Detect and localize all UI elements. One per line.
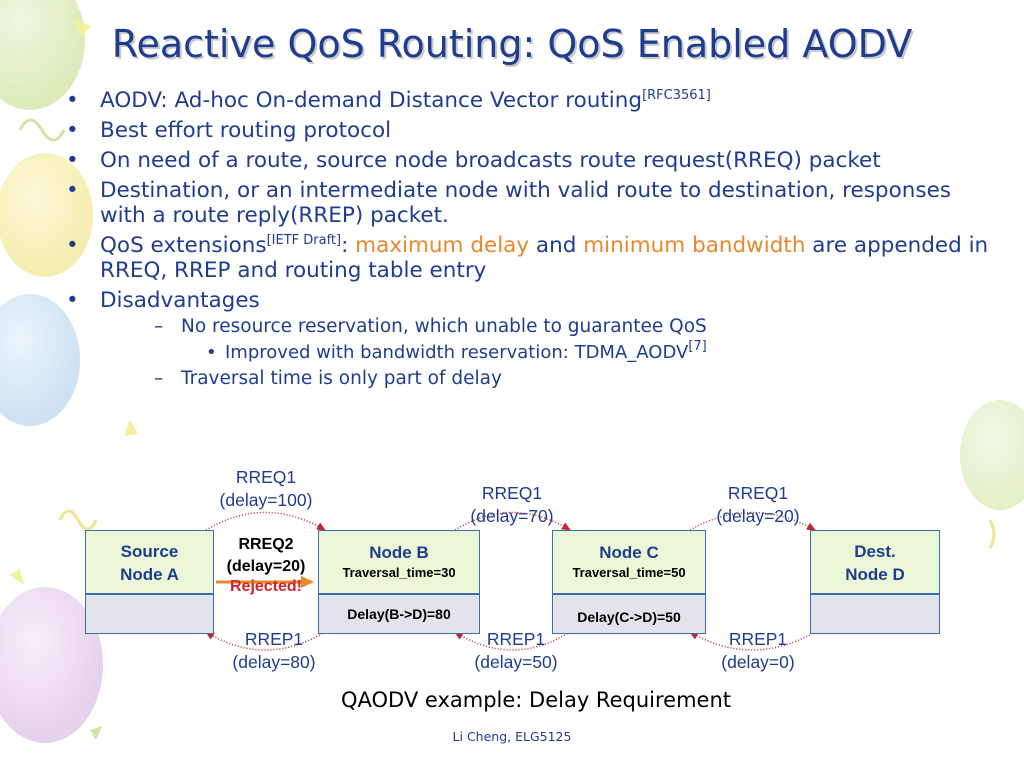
- rrep-delay: (delay=80): [232, 652, 316, 672]
- citation: [RFC3561]: [642, 88, 711, 103]
- bullet-rreq: On need of a route, source node broadcas…: [64, 148, 994, 173]
- node-b-delay: Delay(B->D)=80: [318, 594, 480, 634]
- bullet-text: QoS extensions: [100, 233, 267, 258]
- rrep1-label-c-b: RREP1 (delay=50): [436, 628, 596, 674]
- sub-bullet-no-reservation: No resource reservation, which unable to…: [100, 315, 994, 339]
- bullet-best-effort: Best effort routing protocol: [64, 118, 994, 143]
- node-label: Dest.: [854, 542, 896, 561]
- rrep-delay: (delay=0): [721, 652, 795, 672]
- rrep-delay: (delay=50): [474, 652, 558, 672]
- node-source-a: Source Node A: [85, 530, 214, 594]
- rrep-name: RREP1: [244, 629, 304, 649]
- bullet-text: AODV: Ad-hoc On-demand Distance Vector r…: [100, 88, 643, 113]
- rrep-name: RREP1: [728, 629, 788, 649]
- bullet-aodv: AODV: Ad-hoc On-demand Distance Vector r…: [64, 88, 994, 113]
- bullet-disadvantages: Disadvantages No resource reservation, w…: [64, 288, 994, 391]
- bullet-text: Best effort routing protocol: [100, 118, 392, 143]
- node-dest-d: Dest. Node D: [810, 530, 940, 594]
- rreq-name: RREQ1: [727, 483, 789, 503]
- rreq2-delay: (delay=20): [226, 558, 306, 575]
- node-b: Node B Traversal_time=30: [318, 530, 480, 594]
- node-c: Node C Traversal_time=50: [552, 530, 706, 594]
- rreq2-rejected: Rejected!: [229, 578, 303, 595]
- rreq-name: RREQ1: [481, 483, 543, 503]
- rreq2-name: RREQ2: [238, 536, 294, 553]
- sub-bullet-traversal: Traversal time is only part of delay: [100, 367, 994, 391]
- node-source-a-sub: [85, 594, 214, 634]
- rrep1-label-b-a: RREP1 (delay=80): [194, 628, 354, 674]
- rrep-name: RREP1: [486, 629, 546, 649]
- node-c-delay-text: Delay(C->D)=50: [577, 609, 681, 625]
- slide-footer: Li Cheng, ELG5125: [452, 729, 572, 744]
- node-dest-d-sub: [810, 594, 940, 634]
- bullet-text: are appended in RREQ, RREP and routing t…: [100, 233, 989, 283]
- node-label: Node B: [369, 543, 429, 562]
- citation: [IETF Draft]: [266, 233, 342, 248]
- colon: :: [341, 233, 356, 258]
- bullet-text: Improved with bandwidth reservation: TDM…: [225, 342, 689, 363]
- slide-title: Reactive QoS Routing: QoS Enabled AODV: [111, 22, 913, 66]
- bullet-list: AODV: Ad-hoc On-demand Distance Vector r…: [64, 88, 994, 396]
- bullet-text: On need of a route, source node broadcas…: [100, 148, 881, 173]
- bullet-text: Destination, or an intermediate node wit…: [100, 178, 951, 228]
- subsub-bullet-tdma: Improved with bandwidth reservation: TDM…: [100, 339, 994, 365]
- bullet-qos-extensions: QoS extensions[IETF Draft]: maximum dela…: [64, 233, 994, 283]
- conjunction: and: [529, 233, 584, 258]
- rreq1-label-c-d: RREQ1 (delay=20): [678, 482, 838, 528]
- node-b-traversal: Traversal_time=30: [342, 565, 456, 580]
- highlight-min-bandwidth: minimum bandwidth: [583, 233, 806, 258]
- rrep1-label-d-c: RREP1 (delay=0): [678, 628, 838, 674]
- rreq1-label-a-b: RREQ1 (delay=100): [186, 466, 346, 512]
- rreq-name: RREQ1: [235, 467, 297, 487]
- rreq-delay: (delay=20): [716, 506, 800, 526]
- rreq-delay: (delay=70): [470, 506, 554, 526]
- node-c-traversal: Traversal_time=50: [572, 565, 686, 580]
- node-b-delay-text: Delay(B->D)=80: [347, 606, 451, 622]
- node-c-delay: Delay(C->D)=50: [552, 594, 706, 634]
- bullet-destination: Destination, or an intermediate node wit…: [64, 178, 994, 228]
- diagram-caption: QAODV example: Delay Requirement: [341, 688, 731, 712]
- node-label: Node D: [845, 565, 905, 584]
- highlight-max-delay: maximum delay: [355, 233, 530, 258]
- node-label: Node A: [120, 565, 179, 584]
- rreq1-label-b-c: RREQ1 (delay=70): [432, 482, 592, 528]
- node-label: Source: [120, 542, 179, 561]
- citation: [7]: [688, 339, 707, 354]
- node-label: Node C: [599, 543, 659, 562]
- bullet-text: Disadvantages: [100, 288, 260, 313]
- rreq-delay: (delay=100): [219, 490, 313, 510]
- rreq2-label: RREQ2 (delay=20) Rejected!: [212, 535, 320, 597]
